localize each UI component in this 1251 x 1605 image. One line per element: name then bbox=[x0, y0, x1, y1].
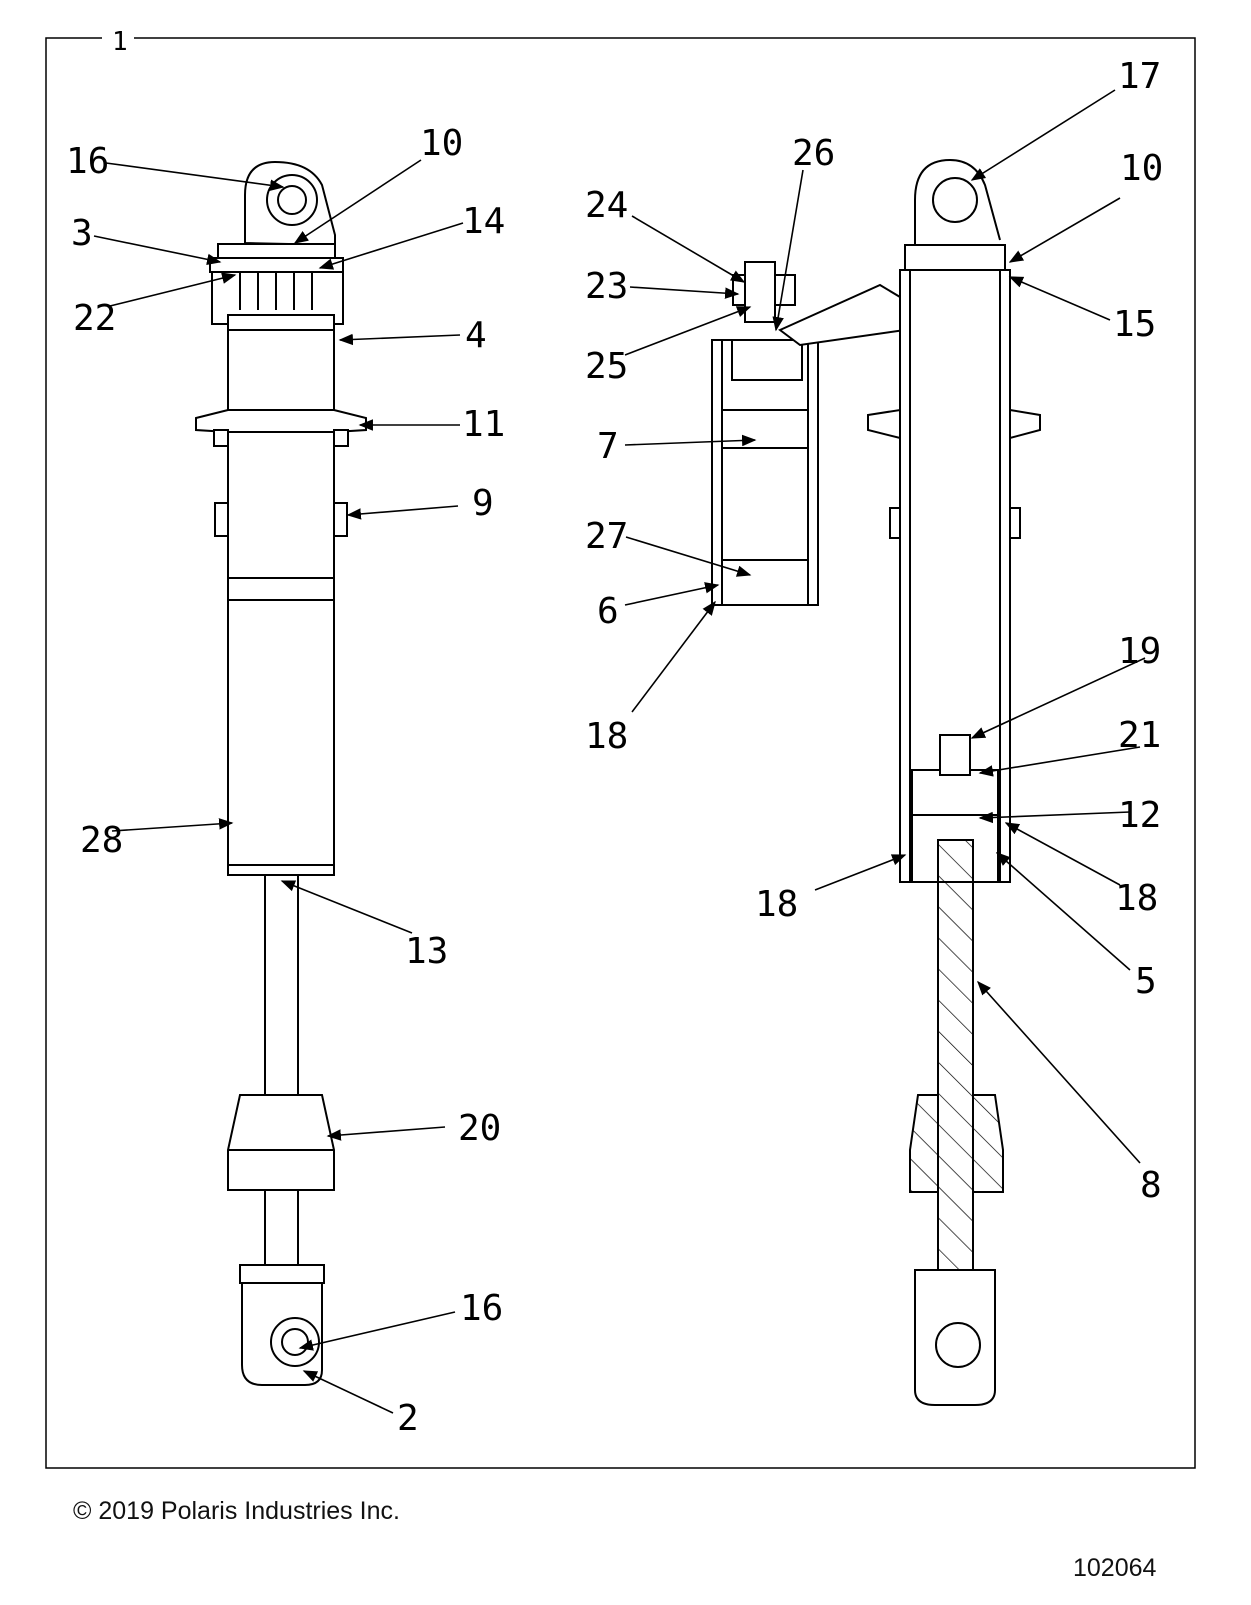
callout-18-right: 18 bbox=[1115, 878, 1158, 919]
diagram-id: 102064 bbox=[1073, 1554, 1157, 1582]
callout-6: 6 bbox=[597, 591, 619, 632]
callout-16-top: 16 bbox=[66, 141, 109, 182]
callout-20: 20 bbox=[458, 1108, 501, 1149]
callout-labels: 16 10 3 14 22 4 11 9 28 13 20 16 2 24 26… bbox=[66, 56, 1163, 1439]
reservoir-section bbox=[711, 261, 906, 606]
callout-2: 2 bbox=[397, 1398, 419, 1439]
callout-19: 19 bbox=[1118, 631, 1161, 672]
callout-22: 22 bbox=[73, 298, 116, 339]
leader-lines bbox=[93, 89, 1146, 1414]
frame bbox=[45, 37, 1196, 1469]
callout-4: 4 bbox=[465, 315, 487, 356]
callout-17: 17 bbox=[1118, 56, 1161, 97]
callout-13: 13 bbox=[405, 931, 448, 972]
callout-18-left: 18 bbox=[755, 884, 798, 925]
callout-26: 26 bbox=[792, 133, 835, 174]
callout-18-reservoir: 18 bbox=[585, 716, 628, 757]
callout-23: 23 bbox=[585, 266, 628, 307]
callout-7: 7 bbox=[597, 426, 619, 467]
callout-9: 9 bbox=[472, 483, 494, 524]
callout-10-right: 10 bbox=[1120, 148, 1163, 189]
frame-number: 1 bbox=[112, 27, 128, 57]
callout-3: 3 bbox=[71, 213, 93, 254]
callout-25: 25 bbox=[585, 346, 628, 387]
callout-24: 24 bbox=[585, 185, 628, 226]
shock-external-view bbox=[195, 160, 367, 1386]
callout-5: 5 bbox=[1135, 961, 1157, 1002]
callout-16-bottom: 16 bbox=[460, 1288, 503, 1329]
copyright-text: © 2019 Polaris Industries Inc. bbox=[73, 1497, 400, 1525]
callout-10-left: 10 bbox=[420, 123, 463, 164]
callout-21: 21 bbox=[1118, 715, 1161, 756]
callout-28: 28 bbox=[80, 820, 123, 861]
callout-8: 8 bbox=[1140, 1165, 1162, 1206]
callout-11: 11 bbox=[462, 404, 505, 445]
callout-27: 27 bbox=[585, 516, 628, 557]
callout-12: 12 bbox=[1118, 795, 1161, 836]
shock-section-view bbox=[867, 158, 1041, 1406]
callout-15: 15 bbox=[1113, 304, 1156, 345]
callout-14: 14 bbox=[462, 201, 505, 242]
